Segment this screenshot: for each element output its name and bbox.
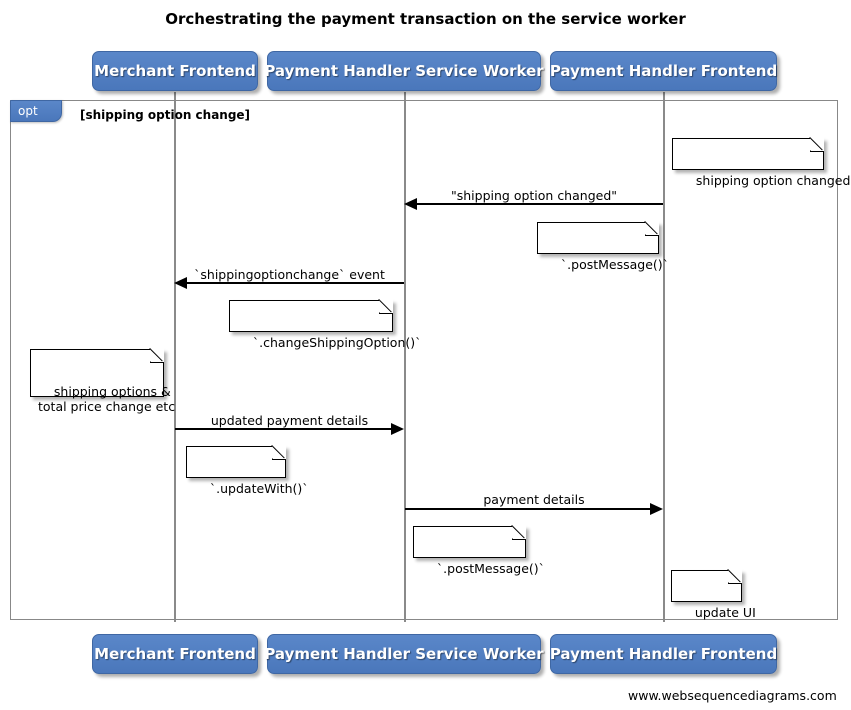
note-fold-icon (810, 137, 824, 152)
lifeline-payment-handler-service-worker (404, 92, 406, 622)
arrow-head-right-icon (391, 423, 404, 435)
lifeline-merchant-frontend (174, 92, 176, 622)
arrow-head-left-icon (174, 277, 187, 289)
opt-fragment-tab: opt (10, 100, 62, 122)
note-fold-icon (272, 445, 286, 460)
arrow-head-left-icon (404, 198, 417, 210)
note-text: `.updateWith()` (209, 481, 309, 496)
note-text: `.postMessage()` (560, 257, 669, 272)
note-post-message-2: `.postMessage()` (413, 525, 545, 576)
participant-merchant-frontend-top[interactable]: Merchant Frontend (92, 51, 258, 91)
participant-label: Payment Handler Frontend (549, 645, 778, 663)
message-line-shippingoptionchange-event (180, 282, 404, 284)
opt-fragment-condition-label: [shipping option change] (80, 108, 251, 122)
note-change-shipping-option: `.changeShippingOption()` (229, 299, 421, 350)
note-fold-icon (645, 221, 659, 236)
message-line-payment-details (405, 508, 658, 510)
participant-label: Payment Handler Service Worker (264, 62, 544, 80)
message-label-shippingoptionchange-event: `shippingoptionchange` event (194, 267, 385, 282)
participant-payment-handler-frontend-bottom[interactable]: Payment Handler Frontend (550, 634, 777, 674)
participant-label: Payment Handler Service Worker (264, 645, 544, 663)
note-text: shipping options & total price change et… (38, 384, 176, 414)
note-fold-icon (150, 348, 164, 363)
message-label-payment-details: payment details (483, 492, 585, 507)
page-title: Orchestrating the payment transaction on… (165, 10, 686, 28)
note-fold-icon (728, 569, 742, 584)
note-text: `.changeShippingOption()` (252, 335, 422, 350)
participant-payment-handler-frontend-top[interactable]: Payment Handler Frontend (550, 51, 777, 91)
note-fold-icon (512, 525, 526, 540)
lifeline-payment-handler-frontend (663, 92, 665, 622)
arrow-head-right-icon (650, 503, 663, 515)
participant-label: Merchant Frontend (94, 62, 256, 80)
note-text: `.postMessage()` (436, 561, 545, 576)
participant-label: Payment Handler Frontend (549, 62, 778, 80)
note-update-with: `.updateWith()` (186, 445, 309, 496)
participant-label: Merchant Frontend (94, 645, 256, 663)
message-label-shipping-option-changed: "shipping option changed" (450, 188, 617, 203)
note-text: shipping option changed (695, 173, 851, 188)
note-shipping-option-changed: shipping option changed (672, 137, 850, 188)
note-shipping-options-total-price: shipping options & total price change et… (30, 348, 175, 414)
participant-payment-handler-service-worker-top[interactable]: Payment Handler Service Worker (264, 51, 544, 91)
note-fold-icon (379, 299, 393, 314)
note-text: update UI (694, 605, 756, 620)
note-post-message-1: `.postMessage()` (537, 221, 669, 272)
message-label-updated-payment-details: updated payment details (210, 413, 369, 428)
note-update-ui: update UI (671, 569, 756, 620)
opt-fragment-frame (10, 100, 838, 620)
opt-fragment-operator-label: opt (18, 104, 38, 118)
footer-credit: www.websequencediagrams.com (628, 688, 837, 703)
message-line-shipping-option-changed (410, 203, 663, 205)
participant-merchant-frontend-bottom[interactable]: Merchant Frontend (92, 634, 258, 674)
participant-payment-handler-service-worker-bottom[interactable]: Payment Handler Service Worker (264, 634, 544, 674)
message-line-updated-payment-details (175, 428, 399, 430)
